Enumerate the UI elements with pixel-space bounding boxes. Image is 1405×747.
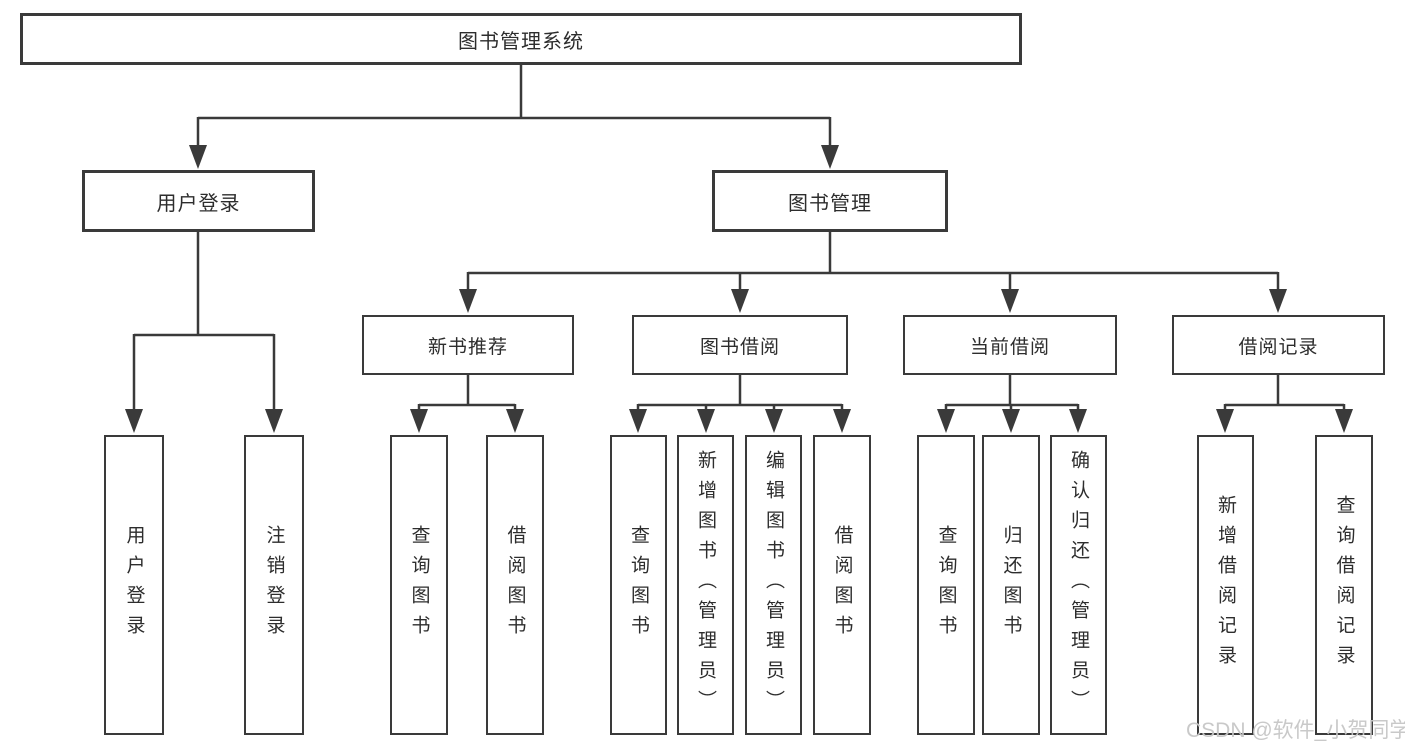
csdn-watermark: CSDN @软件_小贺同学 — [1186, 719, 1405, 742]
arrowhead — [765, 409, 783, 433]
arrowhead — [189, 145, 207, 169]
node-label: 注销登录 — [263, 525, 285, 645]
node-current-borrow: 当前借阅 — [903, 315, 1117, 375]
arrowhead — [506, 409, 524, 433]
arrowhead — [1269, 289, 1287, 313]
arrowhead — [697, 409, 715, 433]
connector-book-borrow-to-leaves — [636, 375, 844, 416]
arrowhead — [1001, 289, 1019, 313]
node-book-borrow: 图书借阅 — [632, 315, 848, 375]
connector-new-book-to-leaves — [417, 375, 517, 416]
arrowhead — [410, 409, 428, 433]
leaf-return-books: 归还图书 — [982, 435, 1040, 735]
node-label: 用户登录 — [156, 192, 241, 215]
node-label: 新书推荐 — [427, 336, 508, 358]
arrowhead — [125, 409, 143, 433]
arrowhead — [833, 409, 851, 433]
node-book-management: 图书管理 — [712, 170, 948, 232]
node-label: 查询图书 — [408, 525, 430, 645]
leaf-query-books-recommend: 查询图书 — [390, 435, 448, 735]
arrowhead — [1002, 409, 1020, 433]
node-label: 新增图书（管理员） — [695, 450, 716, 720]
node-label: 借阅图书 — [831, 525, 853, 645]
node-label: 当前借阅 — [969, 336, 1050, 358]
connector-book-mgmt-to-level3 — [466, 232, 1280, 296]
connector-user-login-to-leaves — [132, 232, 276, 416]
arrowhead — [1216, 409, 1234, 433]
connector-root-to-level2 — [196, 65, 832, 152]
node-label: 图书管理系统 — [458, 30, 584, 53]
arrowhead — [265, 409, 283, 433]
connector-borrow-records-to-leaves — [1223, 375, 1346, 416]
arrowhead — [821, 145, 839, 169]
node-label: 查询图书 — [935, 525, 957, 645]
node-label: 查询图书 — [628, 525, 649, 645]
node-label: 借阅记录 — [1238, 336, 1319, 358]
arrowhead — [731, 289, 749, 313]
arrowhead — [459, 289, 477, 313]
node-label: 归还图书 — [1000, 525, 1022, 645]
leaf-query-books-current: 查询图书 — [917, 435, 975, 735]
leaf-confirm-return-admin: 确认归还（管理员） — [1050, 435, 1107, 735]
node-label: 借阅图书 — [504, 525, 526, 645]
leaf-query-borrow-record: 查询借阅记录 — [1315, 435, 1373, 735]
node-label: 确认归还（管理员） — [1068, 450, 1089, 720]
leaf-borrow-books: 借阅图书 — [813, 435, 871, 735]
leaf-query-books-borrow: 查询图书 — [610, 435, 667, 735]
leaf-add-borrow-record: 新增借阅记录 — [1197, 435, 1254, 735]
leaf-edit-books-admin: 编辑图书（管理员） — [745, 435, 802, 735]
arrowhead — [1069, 409, 1087, 433]
node-borrow-records: 借阅记录 — [1172, 315, 1385, 375]
node-label: 编辑图书（管理员） — [763, 450, 784, 720]
node-new-book-recommend: 新书推荐 — [362, 315, 574, 375]
arrowhead — [629, 409, 647, 433]
leaf-user-login: 用户登录 — [104, 435, 164, 735]
arrowhead — [1335, 409, 1353, 433]
leaf-borrow-books-recommend: 借阅图书 — [486, 435, 544, 735]
leaf-add-books-admin: 新增图书（管理员） — [677, 435, 734, 735]
node-label: 新增借阅记录 — [1215, 495, 1236, 675]
node-label: 查询借阅记录 — [1333, 495, 1355, 675]
node-label: 图书管理 — [788, 192, 872, 215]
node-label: 用户登录 — [123, 525, 145, 645]
leaf-logout: 注销登录 — [244, 435, 304, 735]
node-label: 图书借阅 — [699, 336, 780, 358]
arrowhead — [937, 409, 955, 433]
node-user-login: 用户登录 — [82, 170, 315, 232]
node-root-system: 图书管理系统 — [20, 13, 1022, 65]
